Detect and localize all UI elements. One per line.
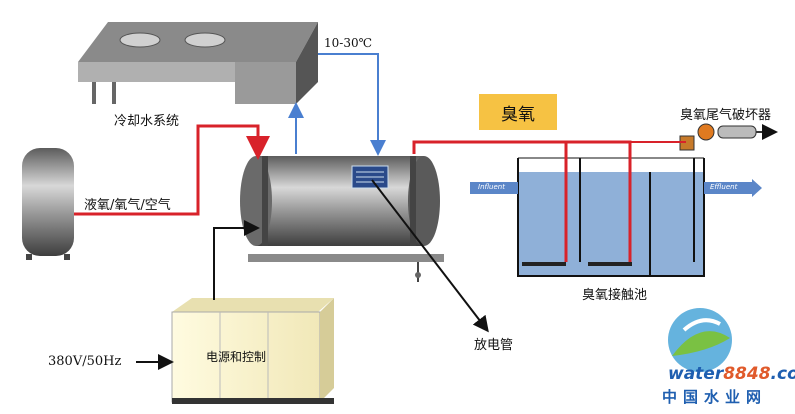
ozone-generator-vessel [240,156,444,282]
tail-gas-destructor-label: 臭氧尾气破坏器 [680,108,772,123]
cooling-system-label: 冷却水系统 [114,114,180,129]
temperature-label: 10-30℃ [324,36,373,50]
cooling-unit [78,22,318,104]
power-line [213,220,260,300]
ozone-label: 臭氧 [479,94,557,130]
watermark-logo [668,308,732,372]
outlet-tag: Effluent [710,183,738,191]
power-input-label: 380V/50Hz [48,354,122,369]
watermark-url-suffix: .com [770,364,795,384]
watermark-url: water8848.com [668,364,795,384]
discharge-tube-label: 放电管 [474,338,514,353]
inlet-tag: Influent [478,183,505,191]
gas-source-label: 液氧/氧气/空气 [84,198,171,213]
tail-gas-destructor [679,123,778,151]
ozone-contact-tank [470,157,762,277]
watermark-url-prefix: water [668,364,724,384]
power-control-label: 电源和控制 [206,350,267,364]
watermark-chinese: 中国水业网 [662,388,768,406]
watermark-url-number: 8848 [723,364,771,384]
oxygen-tank [22,148,74,260]
power-control-cabinet [171,298,334,404]
ozone-line [412,140,632,262]
contact-tank-label: 臭氧接触池 [582,288,648,303]
gas-supply-line [74,124,270,216]
cooling-supply-line [318,53,386,156]
discharge-tube-pointer [371,179,489,333]
